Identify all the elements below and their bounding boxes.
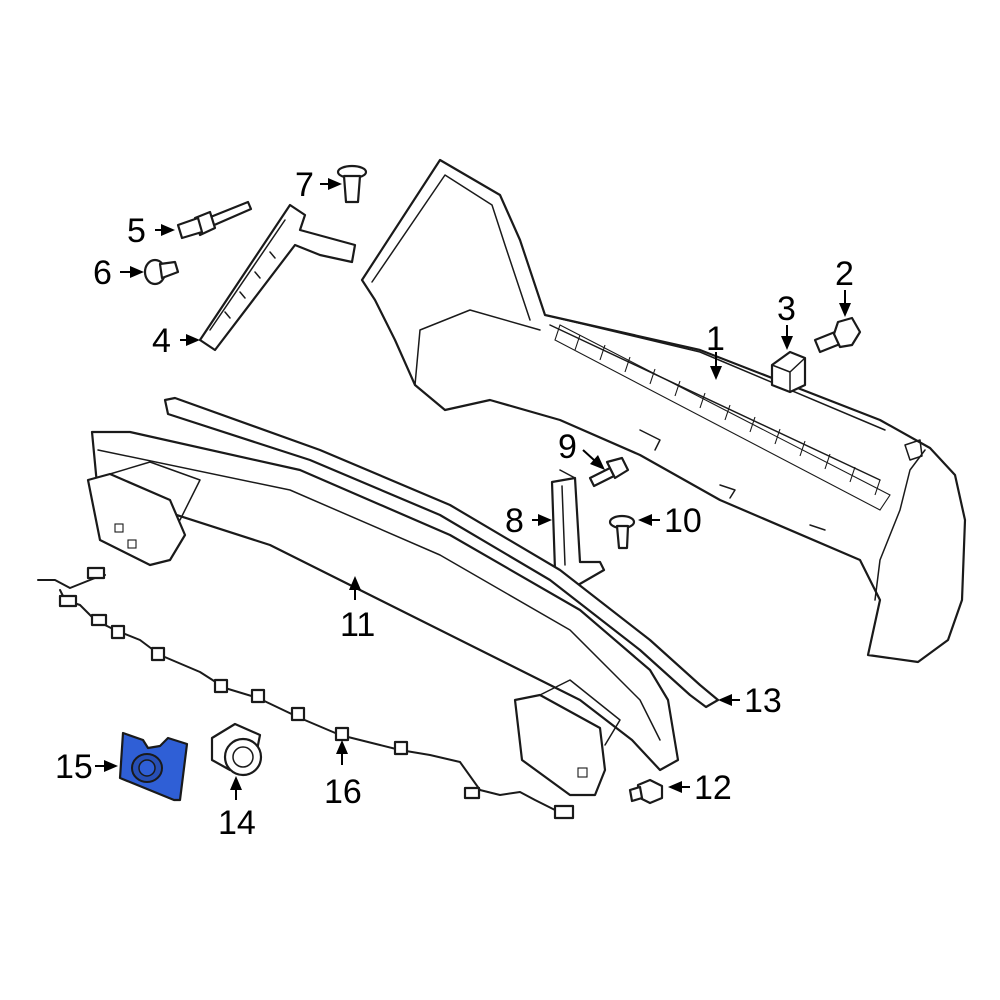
callout-16: 16	[324, 773, 362, 811]
callout-7: 7	[295, 166, 314, 204]
nut-part-12[interactable]	[628, 778, 664, 805]
screw-part-10[interactable]	[608, 514, 636, 550]
callout-leaders	[95, 178, 851, 800]
bracket-part-8[interactable]	[550, 469, 606, 587]
bolt-part-9[interactable]	[588, 456, 630, 488]
push-pin-part-6[interactable]	[143, 258, 180, 286]
callout-labels: 1 2 3 4 5 6 7 8 9 10 11 12 13 14 15 16	[55, 166, 854, 842]
bolt-part-2[interactable]	[813, 316, 862, 354]
bumper-cover-part-1[interactable]	[360, 158, 967, 664]
callout-14: 14	[218, 804, 256, 842]
callout-2: 2	[835, 255, 854, 293]
push-retainer-part-7[interactable]	[336, 164, 368, 204]
rivet-part-5[interactable]	[176, 200, 253, 240]
callout-1: 1	[706, 320, 725, 358]
park-sensor-part-14[interactable]	[210, 722, 263, 777]
wiring-harness-part-16[interactable]	[37, 566, 575, 820]
callout-9: 9	[558, 428, 577, 466]
callout-6: 6	[93, 254, 112, 292]
clip-nut-part-3[interactable]	[770, 350, 807, 394]
callout-13: 13	[744, 682, 782, 720]
callout-4: 4	[152, 322, 171, 360]
callout-5: 5	[127, 212, 146, 250]
callout-3: 3	[777, 290, 796, 328]
callout-8: 8	[505, 502, 524, 540]
callout-15: 15	[55, 748, 93, 786]
callout-11: 11	[340, 606, 375, 644]
side-bracket-part-4[interactable]	[198, 203, 357, 352]
sensor-bracket-part-15[interactable]	[118, 731, 189, 802]
absorber-strip-part-13[interactable]	[163, 396, 720, 709]
reinforcement-bar-part-11[interactable]	[86, 430, 680, 797]
callout-12: 12	[694, 769, 732, 807]
callout-10: 10	[664, 502, 702, 540]
